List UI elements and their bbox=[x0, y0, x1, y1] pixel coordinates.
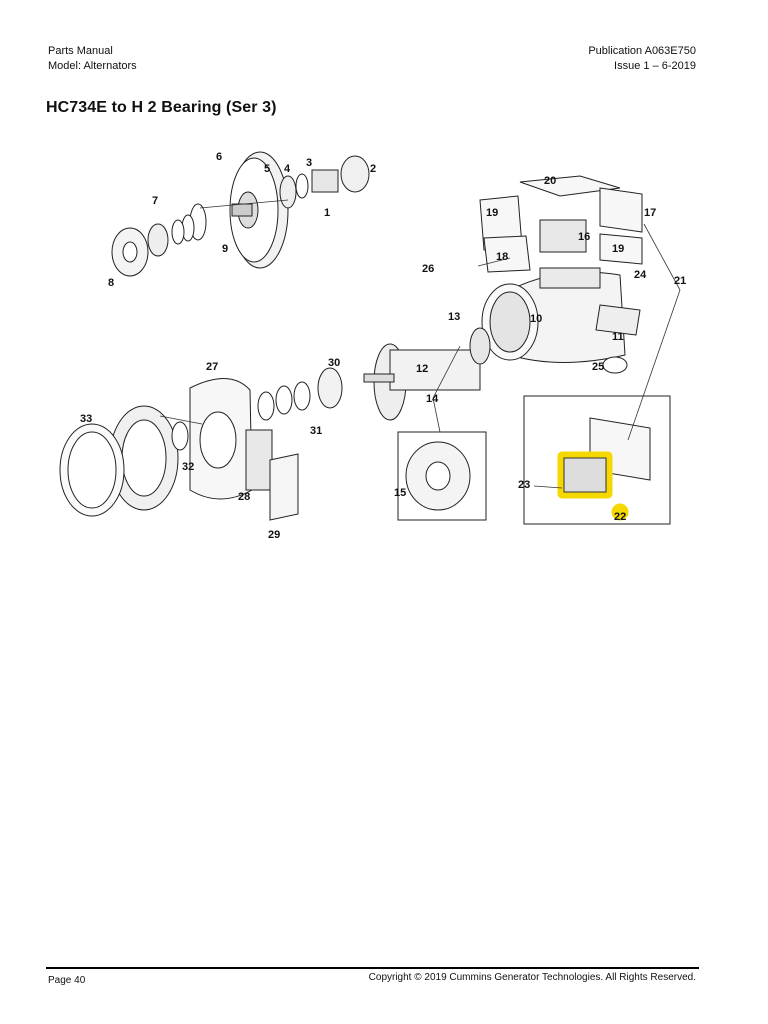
callout-4: 4 bbox=[284, 163, 291, 175]
model-line: Model: Alternators bbox=[48, 60, 137, 72]
callout-9: 9 bbox=[222, 243, 228, 255]
callout-24: 24 bbox=[634, 269, 647, 281]
callout-10: 10 bbox=[530, 313, 542, 325]
callout-21: 21 bbox=[674, 275, 686, 287]
document-type: Parts Manual bbox=[48, 45, 113, 57]
rotor-assembly bbox=[363, 327, 491, 421]
callout-13: 13 bbox=[448, 311, 460, 323]
callout-20: 20 bbox=[544, 175, 556, 187]
issue-date: Issue 1 – 6-2019 bbox=[614, 60, 696, 72]
callout-26: 26 bbox=[422, 263, 434, 275]
callout-17: 17 bbox=[644, 207, 656, 219]
page-number: Page 40 bbox=[48, 975, 86, 986]
callout-8: 8 bbox=[108, 277, 114, 289]
callout-leaders bbox=[159, 199, 681, 489]
callout-3: 3 bbox=[306, 157, 312, 169]
diagram-svg: 1 2 3 4 5 6 7 8 9 10 11 12 13 14 15 16 1… bbox=[59, 151, 686, 541]
avr-detail-box bbox=[523, 395, 671, 525]
callout-19b: 19 bbox=[612, 243, 624, 255]
end-bracket-assembly bbox=[111, 151, 370, 277]
callout-5: 5 bbox=[264, 163, 270, 175]
callout-33: 33 bbox=[80, 413, 92, 425]
callout-27: 27 bbox=[206, 361, 218, 373]
callout-25: 25 bbox=[592, 361, 604, 373]
callout-29: 29 bbox=[268, 529, 280, 540]
callout-14: 14 bbox=[426, 393, 439, 405]
callout-2: 2 bbox=[370, 163, 376, 175]
drive-end-assembly bbox=[59, 367, 343, 521]
callout-1: 1 bbox=[324, 207, 330, 219]
callout-31: 31 bbox=[310, 425, 322, 437]
callout-7: 7 bbox=[152, 195, 158, 207]
header-right: Publication A063E750 Issue 1 – 6-2019 bbox=[588, 44, 696, 74]
callout-6: 6 bbox=[216, 151, 222, 163]
callout-23: 23 bbox=[518, 479, 530, 491]
header-left: Parts Manual Model: Alternators bbox=[48, 44, 137, 74]
publication-number: Publication A063E750 bbox=[588, 45, 696, 57]
callout-11: 11 bbox=[612, 331, 624, 343]
stator-frame bbox=[481, 267, 641, 374]
callout-16: 16 bbox=[578, 231, 590, 243]
copyright-notice: Copyright © 2019 Cummins Generator Techn… bbox=[368, 972, 696, 983]
callout-22: 22 bbox=[614, 511, 626, 523]
callout-19a: 19 bbox=[486, 207, 498, 219]
callout-32: 32 bbox=[182, 461, 194, 473]
rectifier-detail-box bbox=[397, 431, 487, 521]
terminal-box-assembly bbox=[479, 175, 643, 273]
callout-15: 15 bbox=[394, 487, 406, 499]
footer-rule bbox=[46, 967, 699, 969]
exploded-parts-diagram: 1 2 3 4 5 6 7 8 9 10 11 12 13 14 15 16 1… bbox=[40, 140, 706, 541]
callout-18: 18 bbox=[496, 251, 508, 263]
callout-30: 30 bbox=[328, 357, 340, 369]
page-title: HC734E to H 2 Bearing (Ser 3) bbox=[46, 99, 277, 116]
callout-28: 28 bbox=[238, 491, 250, 503]
callout-12: 12 bbox=[416, 363, 428, 375]
